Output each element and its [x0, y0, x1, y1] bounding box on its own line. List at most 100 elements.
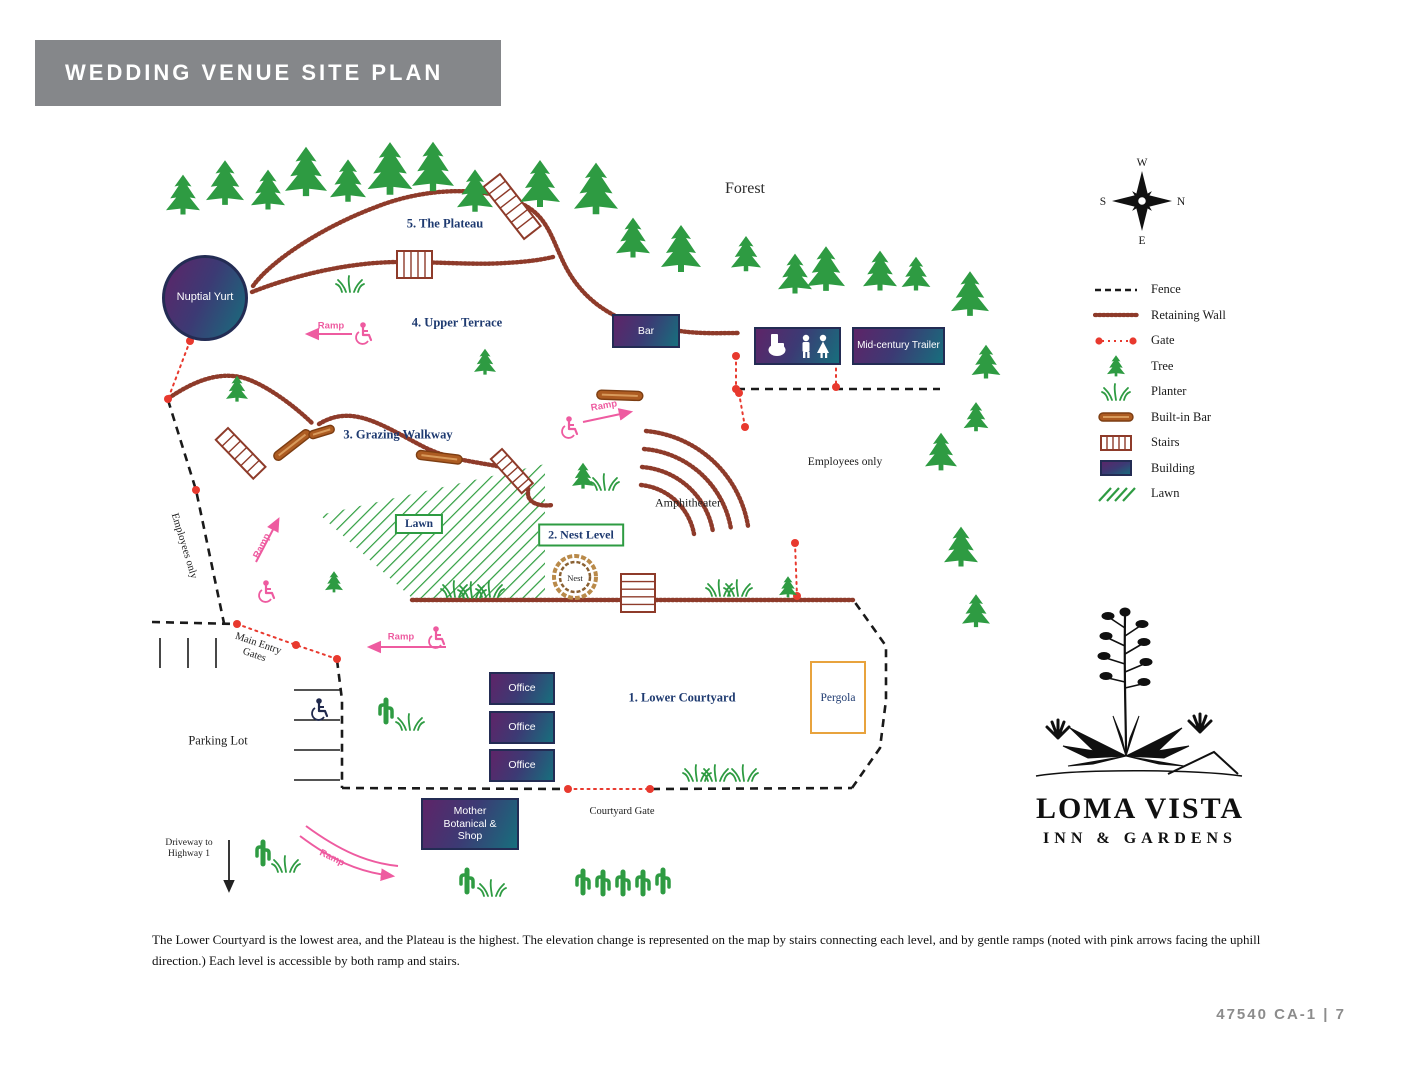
- tree-icon: [520, 160, 560, 207]
- cactus-icon: [380, 700, 392, 722]
- cactus-icon: [461, 870, 473, 892]
- logo-title: LOMA VISTA: [1035, 792, 1245, 825]
- legend-item-tree: Tree: [1093, 355, 1226, 377]
- accessible-parking-icon: [310, 697, 329, 722]
- built-in-bar-legend-icon: [1098, 412, 1134, 422]
- tree-icon: [863, 250, 897, 291]
- tree-icon: [779, 576, 797, 598]
- tree-icon: [572, 462, 594, 489]
- tree-icon: [251, 169, 285, 210]
- cactus-icon: [617, 872, 629, 894]
- tree-icon: [206, 160, 244, 205]
- planter-icon: [335, 275, 365, 293]
- building-office-3: Office: [489, 749, 555, 782]
- built-in-bar-icon: [596, 389, 644, 402]
- building-restrooms: [754, 327, 841, 365]
- area-label-plateau: 5. The Plateau: [406, 216, 484, 231]
- stairs-lower-courtyard: [620, 573, 656, 613]
- compass-rose-icon: [1112, 171, 1172, 231]
- stairs-legend-icon: [1100, 434, 1132, 451]
- planter-icon: [729, 764, 759, 782]
- stairs-grazing-walkway: [214, 426, 267, 481]
- stairs-plateau: [482, 172, 543, 241]
- legend-item-retaining-wall: Retaining Wall: [1093, 307, 1226, 324]
- wheelchair-icon: [257, 579, 276, 604]
- tree-icon: [474, 348, 496, 375]
- ramp-label: Ramp: [387, 631, 415, 643]
- tree-icon: [367, 142, 413, 195]
- title-bar: WEDDING VENUE SITE PLAN: [35, 40, 501, 106]
- legend-item-planter: Planter: [1093, 382, 1226, 401]
- wheelchair-icon: [427, 625, 446, 650]
- wheelchair-icon: [354, 321, 373, 346]
- legend: Fence Retaining Wall Gate Tree Planter B…: [1093, 281, 1226, 502]
- pergola: Pergola: [810, 661, 866, 734]
- bar-label: Bar: [637, 324, 655, 337]
- cactus-icon: [577, 871, 589, 893]
- tree-icon: [971, 344, 1001, 379]
- ramp-label: Ramp: [317, 320, 345, 332]
- courtyard-gate-label: Courtyard Gate: [589, 805, 655, 817]
- legend-label: Built-in Bar: [1151, 409, 1212, 424]
- cacti: [257, 700, 669, 894]
- legend-item-fence: Fence: [1093, 281, 1226, 298]
- legend-label: Fence: [1151, 282, 1181, 296]
- compass-s: S: [1100, 196, 1106, 208]
- amphitheater-label: Amphitheater: [655, 495, 721, 510]
- tree-icon: [962, 594, 990, 628]
- lawn-label: Lawn: [394, 514, 444, 534]
- building-office-2: Office: [489, 711, 555, 744]
- trailer-label: Mid-century Trailer: [857, 340, 940, 351]
- legend-label: Lawn: [1151, 486, 1180, 500]
- area-label-grazing-walkway: 3. Grazing Walkway: [343, 427, 453, 442]
- amphitheater-seating: [641, 431, 748, 534]
- legend-item-gate: Gate: [1093, 332, 1226, 349]
- tree-icon: [285, 146, 327, 197]
- cactus-icon: [257, 842, 269, 864]
- legend-label: Tree: [1151, 358, 1174, 373]
- area-label-nest-level: 2. Nest Level: [538, 523, 624, 547]
- built-in-bar-icon: [273, 429, 312, 461]
- building-legend-icon: [1100, 460, 1132, 476]
- planter-icon: [395, 713, 425, 731]
- nest-circle: [552, 554, 598, 600]
- cactus-icon: [637, 872, 649, 894]
- stairs-upper-terrace: [396, 250, 433, 279]
- shop-label: Mother Botanical & Shop: [443, 805, 497, 843]
- footer-note: The Lower Courtyard is the lowest area, …: [152, 932, 1261, 968]
- page-title: WEDDING VENUE SITE PLAN: [65, 60, 444, 85]
- tree-icon: [807, 246, 845, 291]
- nest-label: Nest: [567, 573, 583, 583]
- legend-label: Stairs: [1151, 435, 1180, 449]
- tree-icon: [616, 217, 650, 258]
- ramp-arrows: [255, 327, 634, 882]
- tree-icon: [330, 159, 366, 202]
- tree-icon: [325, 571, 343, 593]
- legend-item-building: Building: [1093, 460, 1226, 477]
- legend-item-stairs: Stairs: [1093, 434, 1226, 451]
- tree-icon: [574, 162, 618, 215]
- tree-icon: [661, 225, 701, 272]
- employees-only-label-right: Employees only: [807, 456, 883, 468]
- office-label: Office: [508, 682, 536, 695]
- tree-icon: [944, 526, 978, 567]
- planter-icon: [477, 879, 507, 897]
- legend-label: Building: [1151, 460, 1195, 475]
- pergola-label: Pergola: [820, 691, 856, 704]
- legend-label: Gate: [1151, 333, 1175, 347]
- area-label-lower-courtyard: 1. Lower Courtyard: [628, 690, 736, 705]
- tree-icon: [412, 141, 454, 192]
- tree-icon: [731, 236, 761, 272]
- tree-icon: [925, 432, 957, 471]
- compass-w: W: [1137, 157, 1148, 169]
- planter-legend-icon: [1101, 382, 1131, 401]
- compass-e: E: [1138, 235, 1145, 247]
- legend-label: Planter: [1151, 384, 1187, 398]
- logo-illustration: [1035, 607, 1243, 777]
- legend-item-lawn: Lawn: [1093, 485, 1226, 502]
- building-mother-botanical-shop: Mother Botanical & Shop: [421, 798, 519, 850]
- forest-label: Forest: [725, 180, 765, 197]
- trees: [166, 141, 1001, 628]
